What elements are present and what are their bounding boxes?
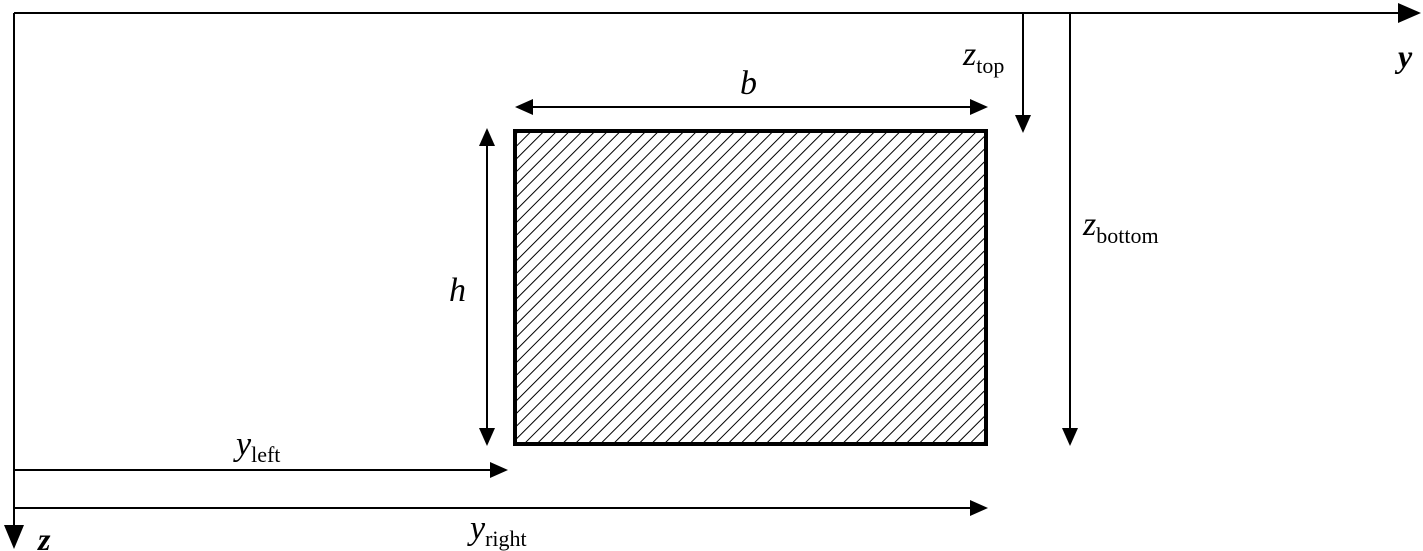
arrowhead-down-icon (479, 428, 495, 446)
hatched-cross-section (513, 129, 988, 446)
y-left-subscript: left (251, 442, 280, 467)
y-left-label: yleft (233, 426, 280, 467)
z-axis: z (4, 13, 51, 551)
z-top-subscript: top (976, 53, 1004, 78)
arrowhead-down-icon (1015, 115, 1031, 133)
y-axis-arrowhead-icon (1398, 3, 1421, 23)
z-bottom-subscript: bottom (1096, 223, 1158, 248)
y-left-symbol: y (233, 426, 252, 463)
arrowhead-left-icon (515, 99, 533, 115)
y-right-label: yright (467, 510, 527, 551)
z-axis-label: z (37, 521, 51, 551)
z-bottom-label: zbottom (1082, 206, 1159, 248)
arrowhead-right-icon (970, 500, 988, 516)
arrowhead-down-icon (1062, 428, 1078, 446)
dimension-h: h (449, 128, 495, 446)
y-right-subscript: right (485, 526, 527, 551)
dimension-y-right: yright (14, 500, 988, 551)
dimension-z-top: ztop (962, 13, 1031, 133)
dimension-b: b (515, 65, 988, 115)
arrowhead-up-icon (479, 128, 495, 146)
arrowhead-right-icon (490, 462, 508, 478)
y-right-symbol: y (467, 510, 486, 547)
y-axis-label: y (1394, 38, 1413, 74)
z-top-label: ztop (962, 36, 1004, 78)
dimension-b-label: b (740, 65, 757, 102)
arrowhead-right-icon (970, 99, 988, 115)
dimension-z-bottom: zbottom (1062, 13, 1159, 446)
z-axis-arrowhead-icon (4, 525, 24, 549)
dimension-y-left: yleft (14, 426, 508, 478)
z-top-symbol: z (962, 36, 976, 73)
y-axis: y (14, 3, 1421, 74)
dimension-h-label: h (449, 272, 466, 309)
z-bottom-symbol: z (1082, 206, 1096, 243)
